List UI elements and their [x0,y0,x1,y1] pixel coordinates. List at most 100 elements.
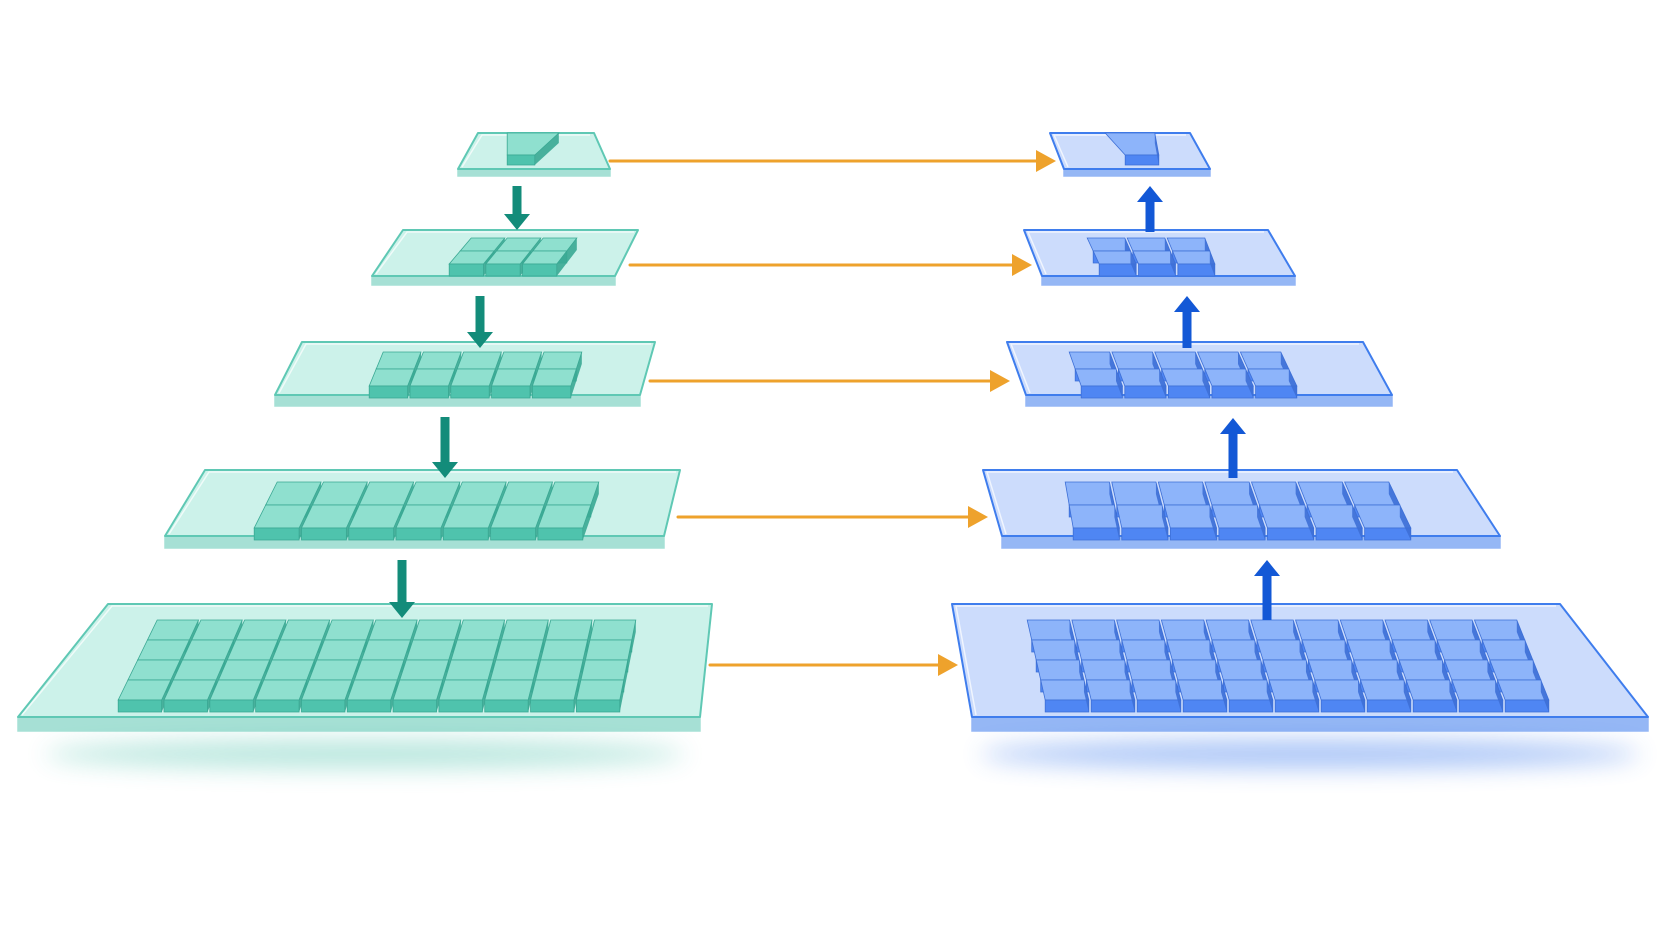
grid-cell [1204,368,1254,399]
lateral-connections [608,150,1056,676]
arrow-down-icon [432,417,458,478]
decoder-level-4 [982,469,1501,549]
grid-cell [1117,368,1167,399]
grid-cell [537,504,592,541]
encoder-level-2-highlight [375,231,634,275]
grid-cell [484,679,534,713]
grid-cell [1496,679,1550,713]
grid-cell [1116,504,1169,541]
encoder-level-2-front-edge [371,275,616,286]
encoder-level-5-front-edge [17,716,701,732]
grid-cell [1354,504,1412,541]
grid-cell [521,250,568,277]
grid-cell [1451,679,1504,713]
encoder-level-1-grid [506,132,560,166]
encoder-level-3-highlight [278,343,651,394]
decoder-level-4-highlight [985,471,1453,535]
grid-cell [163,679,217,713]
decoder-level-2-highlight [1026,231,1264,275]
grid-cell [348,504,405,541]
grid-cell [1171,250,1216,277]
grid-cell [1359,679,1412,713]
decoder-level-3-highlight [1009,343,1359,394]
grid-cell [575,679,625,713]
decoder-level-1 [1049,132,1211,177]
decoder-level-3-grid [1068,351,1298,399]
grid-cell [1104,132,1160,166]
arrow-right-icon [628,254,1032,276]
encoder-level-4-highlight [168,471,676,535]
grid-cell [450,368,496,399]
grid-cell [531,368,577,399]
encoder-level-5-grid [117,619,637,713]
grid-cell [253,504,311,541]
encoder-level-1 [457,132,611,177]
grid-cell [1306,504,1363,541]
encoder-level-4 [164,469,681,549]
grid-cell [117,679,172,713]
grid-cell [1222,679,1274,713]
arrow-down-icon [467,296,493,348]
grid-cell [1247,368,1298,399]
arrow-up-icon [1137,186,1163,232]
grid-cell [1085,679,1136,713]
grid-cell [1131,679,1182,713]
grid-cell [1177,679,1228,713]
encoder-level-5-highlight [21,605,708,716]
grid-cell [346,679,398,713]
decoder-level-2 [1023,229,1296,286]
grid-cell [1405,679,1458,713]
grid-cell [438,679,489,713]
grid-cell [209,679,263,713]
grid-cell [442,504,498,541]
decoder-level-1-front-edge [1063,168,1211,177]
plate-glow-encoder [45,740,685,768]
plate-glow-decoder [980,740,1640,768]
decoder-level-2-grid [1086,237,1216,277]
grid-cell [395,504,452,541]
arrow-up-icon [1254,560,1280,620]
arrow-right-icon [608,150,1056,172]
grid-cell [1161,368,1211,399]
decoder-level-4-grid [1064,481,1412,541]
glow-layer [45,740,1640,768]
arrow-right-icon [648,370,1010,392]
grid-cell [409,368,456,399]
grid-cell [1132,250,1177,277]
grid-cell [1068,504,1120,541]
arrow-right-icon [676,506,988,528]
grid-cell [506,132,560,166]
encoder-level-4-grid [253,481,600,541]
grid-cell [1268,679,1320,713]
encoder-level-1-front-edge [457,168,611,177]
grid-cell [255,679,308,713]
encoder-level-2 [371,229,639,286]
grid-cell [392,679,444,713]
encoder-level-2-grid [448,237,578,277]
arrow-down-icon [389,560,415,618]
decoder-level-5 [951,603,1649,732]
arrow-down-icon [504,186,530,230]
grid-cell [1258,504,1315,541]
grid-cell [1040,679,1090,713]
vertical-connections [389,186,1280,620]
grid-cell [368,368,415,399]
decoder-pyramid [951,132,1649,732]
grid-cell [491,368,537,399]
decoder-level-2-front-edge [1041,275,1296,286]
grid-cell [530,679,580,713]
encoder-level-3-grid [368,351,583,399]
decoder-level-5-highlight [955,605,1556,716]
arrow-up-icon [1220,418,1246,478]
decoder-level-5-grid [1026,619,1550,713]
grid-cell [300,679,353,713]
encoder-level-5 [17,603,713,732]
decoder-level-1-grid [1104,132,1160,166]
grid-cell [1163,504,1218,541]
grid-cell [1092,250,1137,277]
arrow-up-icon [1174,296,1200,348]
grid-cell [1314,679,1366,713]
grid-cell [1074,368,1123,399]
